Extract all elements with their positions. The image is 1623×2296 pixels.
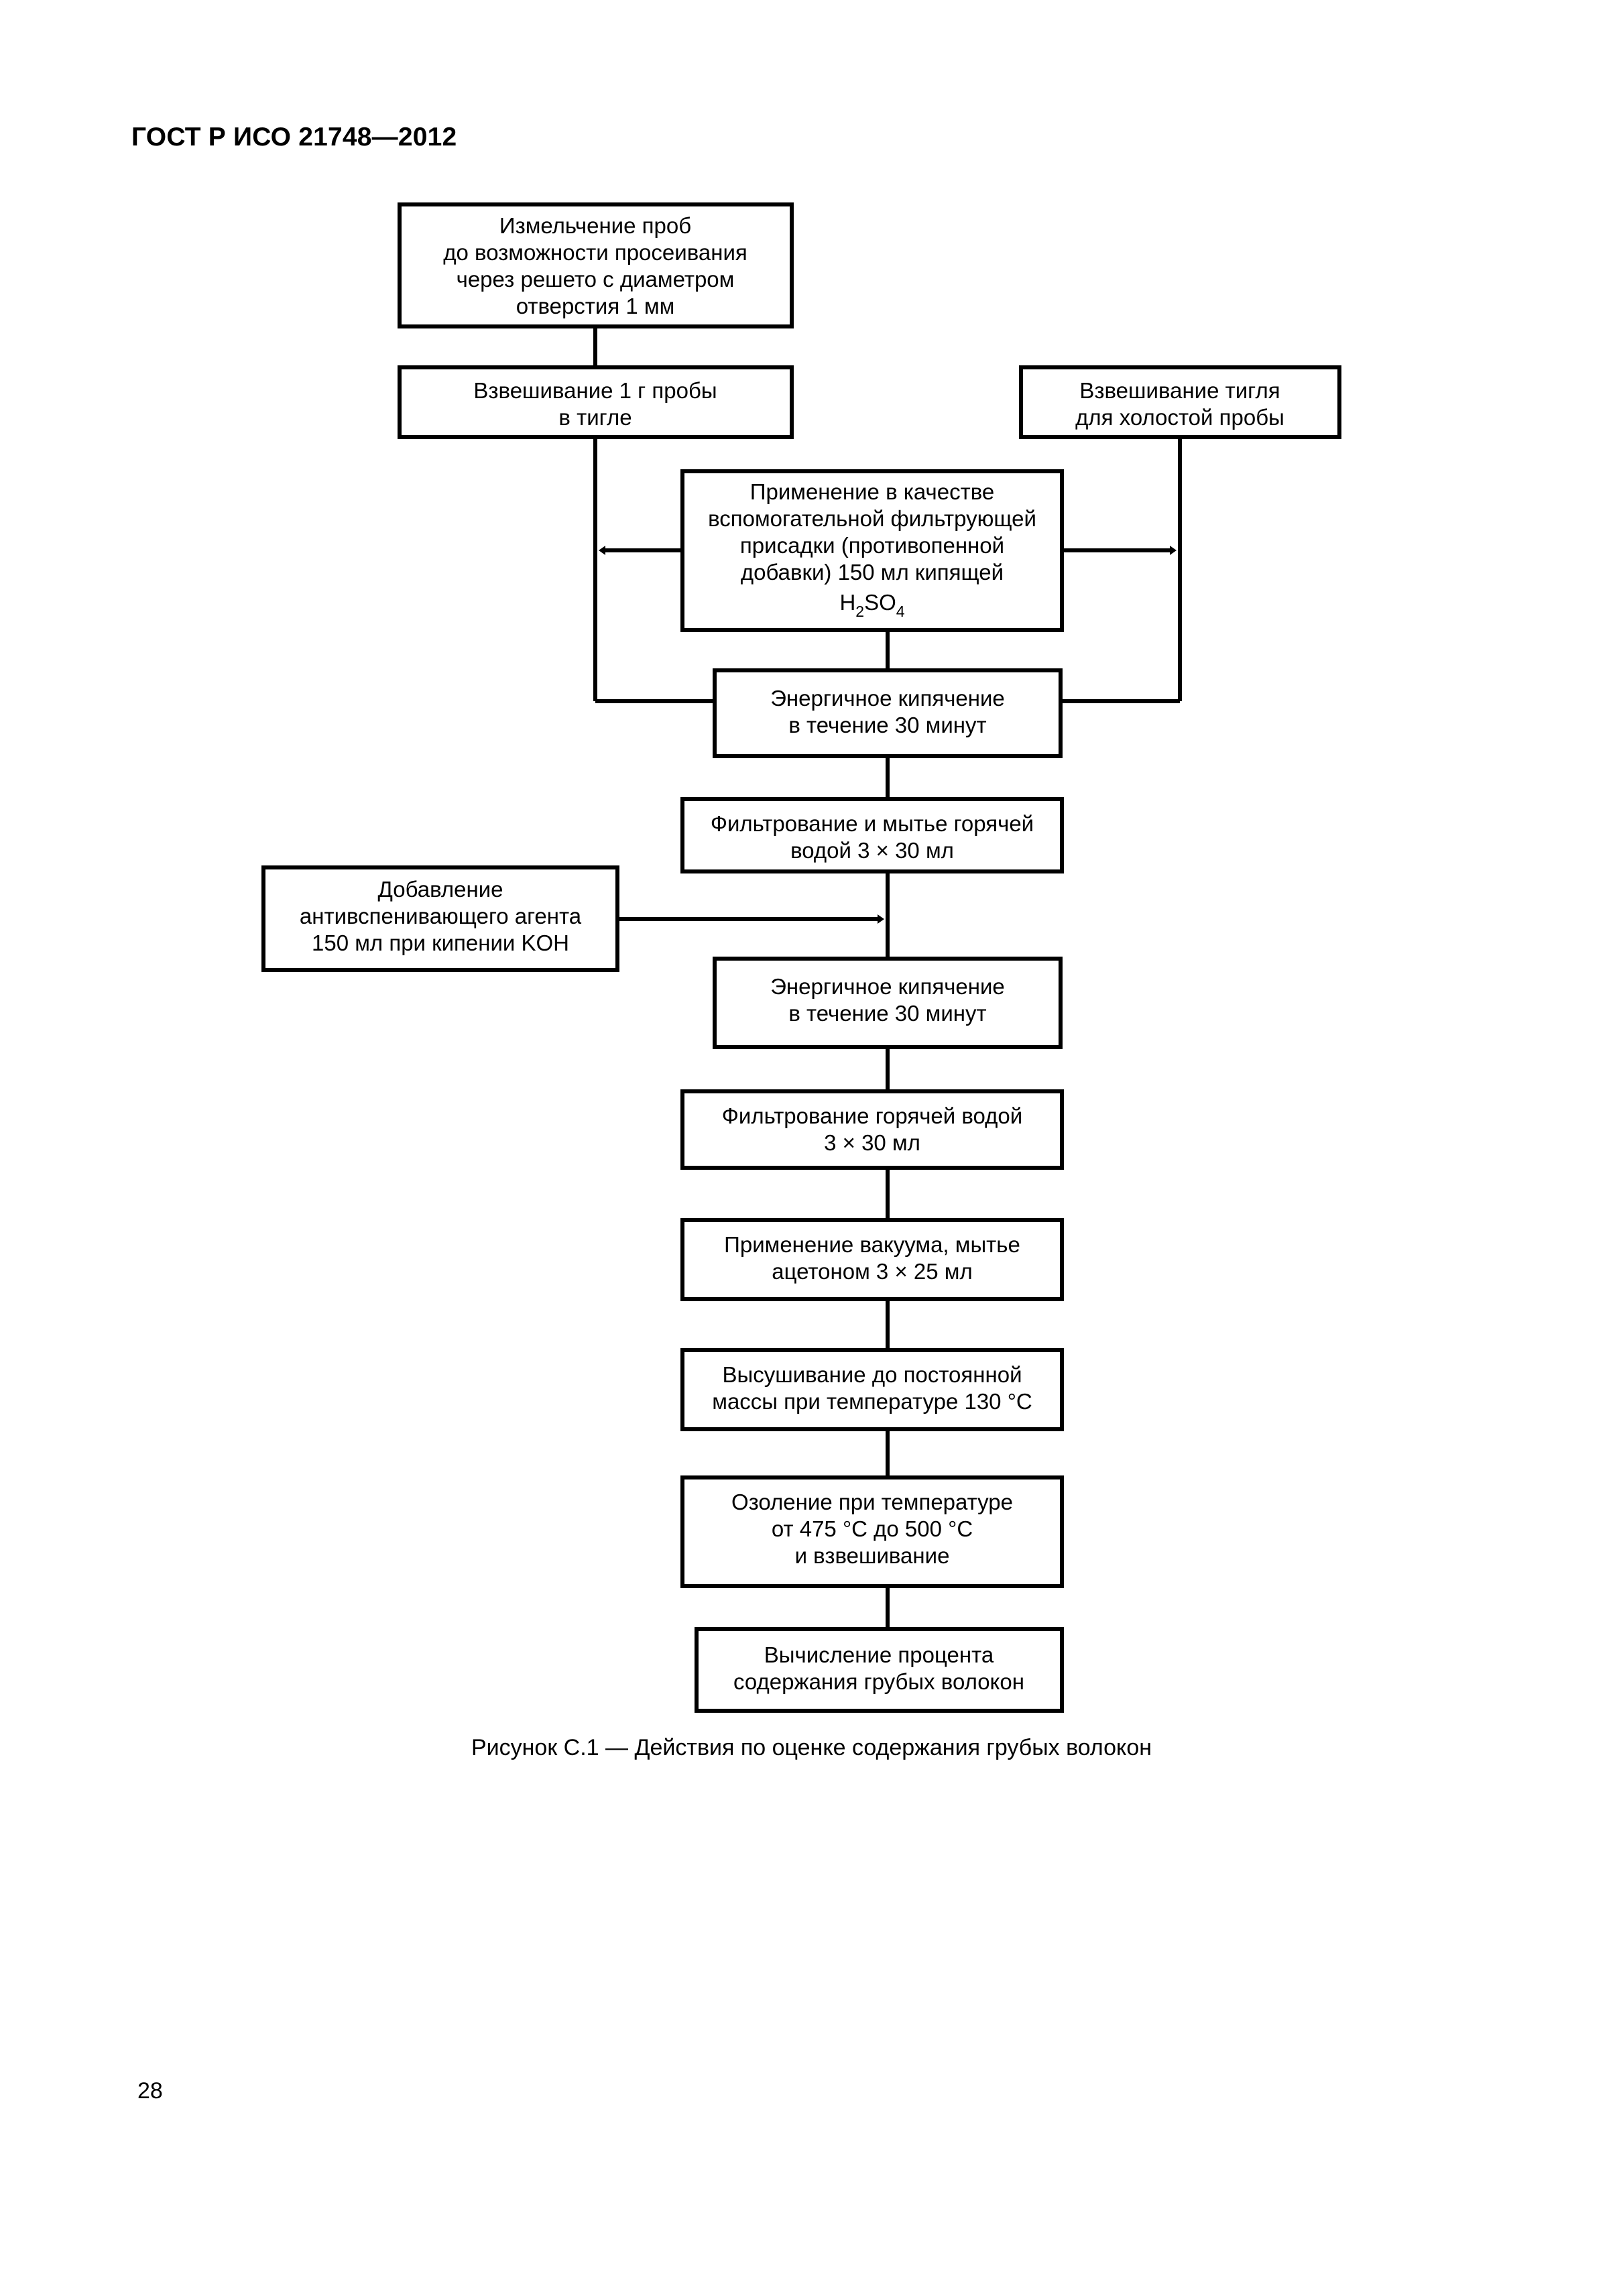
node-weigh-sample-line-1: Взвешивание 1 г пробы [473, 378, 717, 403]
node-filter-aid-h2so4-box [680, 469, 1064, 632]
node-boil-1-box [713, 668, 1063, 758]
page-number: 28 [137, 2078, 163, 2104]
node-grinding-line-2: до возможности просеивания [443, 240, 747, 265]
node-drying-line-1: Высушивание до постоянной [722, 1362, 1022, 1387]
node-grinding: Измельчение проб до возможности просеива… [398, 202, 794, 328]
formula-so: SO [864, 590, 896, 615]
node-drying-box [680, 1348, 1064, 1431]
node-filter-aid-line-1: Применение в качестве [750, 479, 994, 504]
node-boil-1-line-1: Энергичное кипячение [770, 686, 1005, 711]
node-boil-1-line-2: в течение 30 минут [788, 713, 986, 737]
node-weigh-crucible-blank-line-2: для холостой пробы [1075, 405, 1284, 430]
node-weigh-sample: Взвешивание 1 г пробы в тигле [398, 365, 794, 439]
node-calculate-box [695, 1627, 1064, 1713]
node-filter-aid-formula: H2SO4 [839, 590, 904, 620]
node-calculate-line-1: Вычисление процента [764, 1642, 994, 1667]
node-drying: Высушивание до постоянной массы при темп… [680, 1348, 1064, 1431]
node-ashing-line-2: от 475 °C до 500 °C [772, 1516, 973, 1541]
node-vacuum-acetone-line-2: ацетоном 3 × 25 мл [772, 1259, 972, 1284]
node-weigh-crucible-blank-box [1019, 365, 1341, 439]
node-ashing-line-3: и взвешивание [795, 1543, 950, 1568]
node-ashing: Озоление при температуре от 475 °C до 50… [680, 1475, 1064, 1588]
node-filter-aid-line-2: вспомогательной фильтрующей [708, 506, 1036, 531]
node-filter-hot-water-line-2: 3 × 30 мл [824, 1130, 920, 1155]
node-filter-wash-hot-water-box [680, 797, 1064, 873]
node-grinding-line-3: через решето с диаметром [457, 267, 735, 292]
node-antifoam-koh-box [261, 865, 619, 972]
node-ashing-box [680, 1475, 1064, 1588]
node-drying-line-2: массы при температуре 130 °C [712, 1389, 1032, 1414]
node-vacuum-acetone-line-1: Применение вакуума, мытье [724, 1232, 1020, 1257]
node-filter-aid-line-4: добавки) 150 мл кипящей [741, 560, 1004, 585]
node-boil-2-box [713, 957, 1063, 1049]
node-antifoam-koh-line-3: 150 мл при кипении KOH [312, 930, 569, 955]
node-boil-2: Энергичное кипячение в течение 30 минут [713, 957, 1063, 1049]
formula-sub-4: 4 [896, 603, 905, 620]
node-filter-wash-line-1: Фильтрование и мытье горячей [711, 811, 1034, 836]
node-filter-wash-hot-water: Фильтрование и мытье горячей водой 3 × 3… [680, 797, 1064, 873]
node-filter-hot-water-box [680, 1089, 1064, 1170]
node-grinding-line-1: Измельчение проб [499, 213, 691, 238]
node-filter-hot-water: Фильтрование горячей водой 3 × 30 мл [680, 1089, 1064, 1170]
page-header-standard-number: ГОСТ Р ИСО 21748—2012 [131, 123, 457, 152]
node-calculate-line-2: содержания грубых волокон [733, 1669, 1024, 1694]
node-filter-hot-water-line-1: Фильтрование горячей водой [722, 1103, 1022, 1128]
node-antifoam-koh: Добавление антивспенивающего агента 150 … [261, 865, 619, 972]
node-vacuum-acetone: Применение вакуума, мытье ацетоном 3 × 2… [680, 1218, 1064, 1301]
node-weigh-crucible-blank-line-1: Взвешивание тигля [1079, 378, 1280, 403]
node-calculate: Вычисление процента содержания грубых во… [695, 1627, 1064, 1713]
node-ashing-line-1: Озоление при температуре [731, 1490, 1013, 1514]
formula-sub-2: 2 [855, 603, 864, 620]
node-grinding-line-4: отверстия 1 мм [516, 294, 675, 318]
node-filter-aid-h2so4: Применение в качестве вспомогательной фи… [680, 469, 1064, 632]
node-weigh-sample-box [398, 365, 794, 439]
node-antifoam-koh-line-2: антивспенивающего агента [300, 904, 582, 928]
node-filter-wash-line-2: водой 3 × 30 мл [790, 838, 954, 863]
node-weigh-crucible-blank: Взвешивание тигля для холостой пробы [1019, 365, 1341, 439]
flowchart-connectors [591, 326, 1182, 1634]
node-boil-2-line-2: в течение 30 минут [788, 1001, 986, 1026]
node-boil-1: Энергичное кипячение в течение 30 минут [713, 668, 1063, 758]
formula-h: H [839, 590, 855, 615]
node-vacuum-acetone-box [680, 1218, 1064, 1301]
node-boil-2-line-1: Энергичное кипячение [770, 974, 1005, 999]
figure-caption: Рисунок С.1 — Действия по оценке содержа… [471, 1735, 1152, 1760]
node-weigh-sample-line-2: в тигле [558, 405, 632, 430]
node-filter-aid-line-3: присадки (противопенной [740, 533, 1004, 558]
node-antifoam-koh-line-1: Добавление [378, 877, 503, 902]
node-grinding-box [398, 202, 794, 328]
